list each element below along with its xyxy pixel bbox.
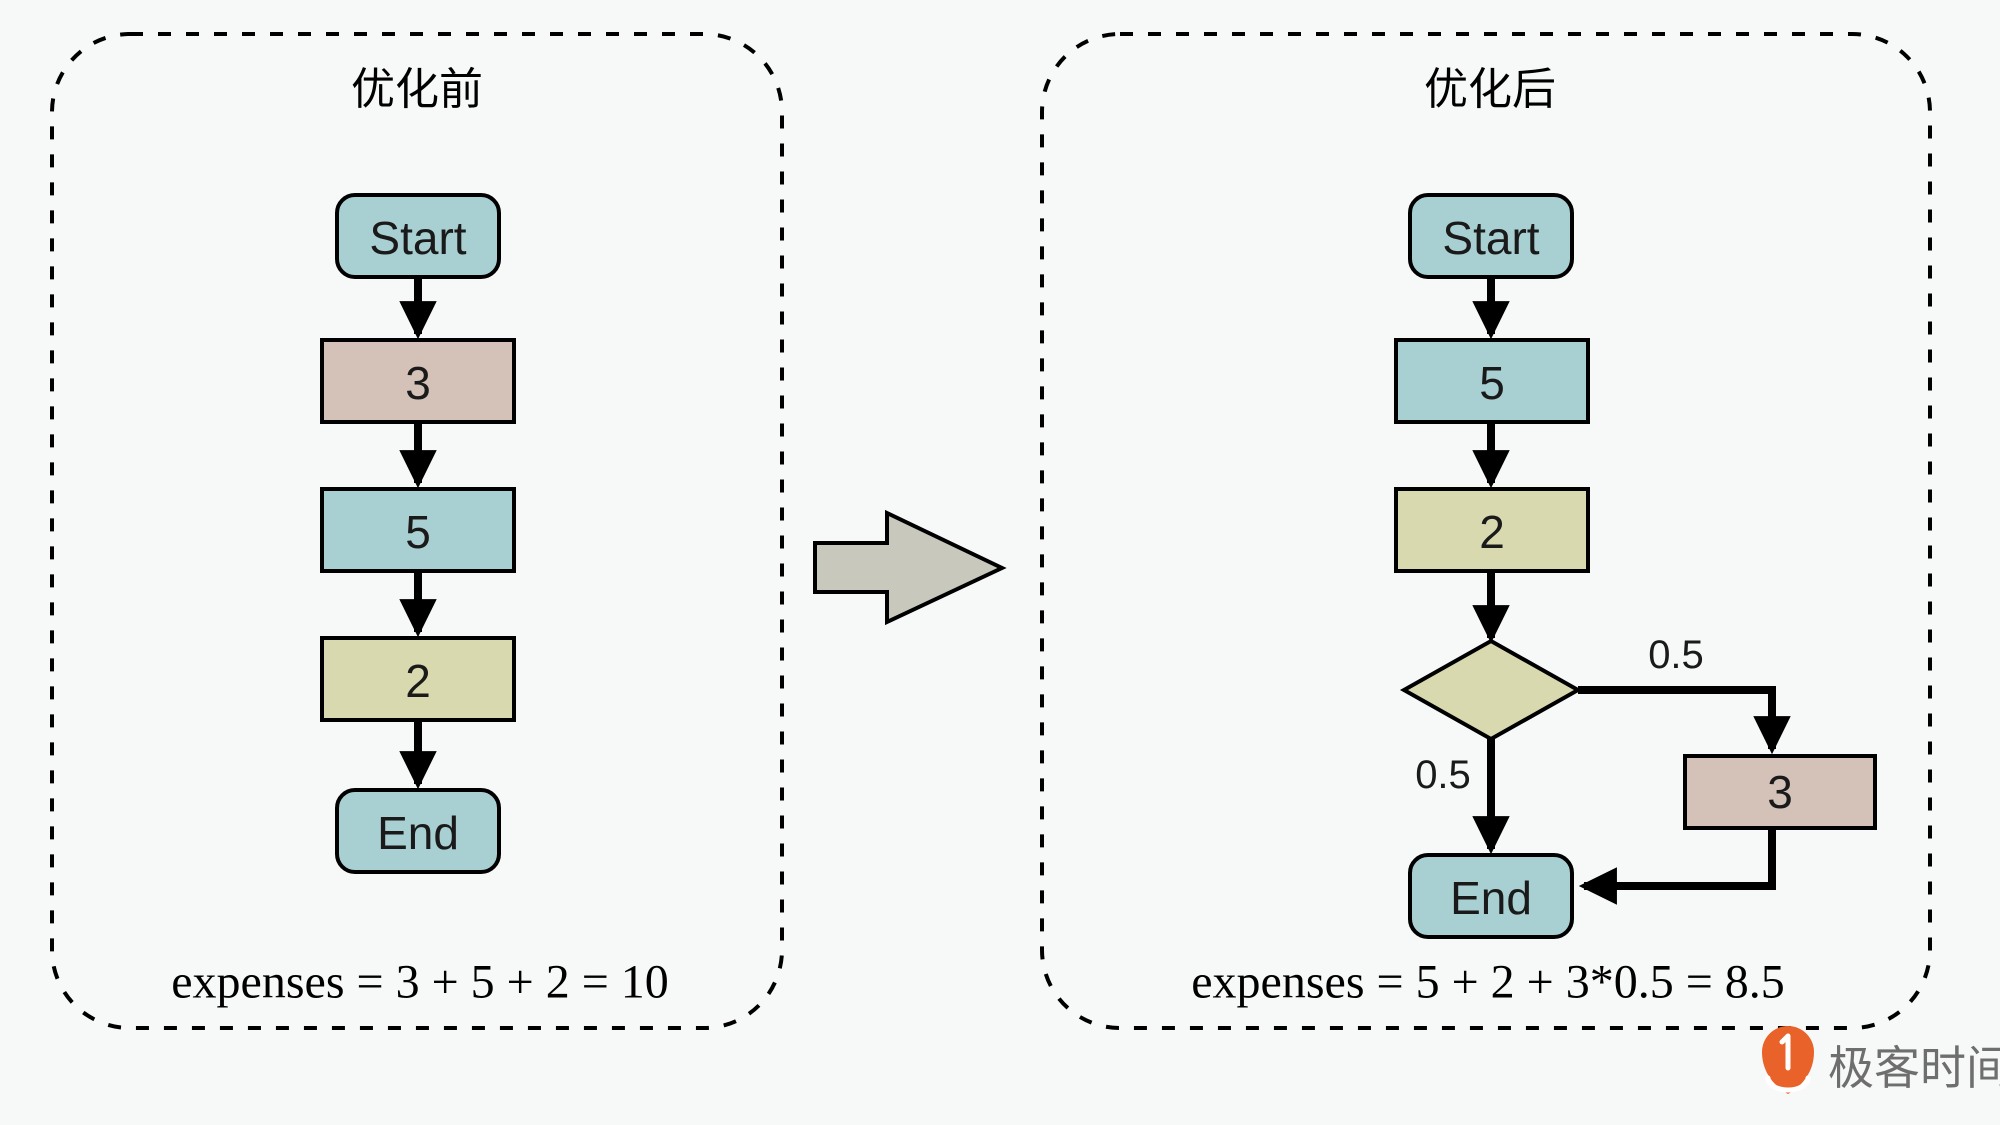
node-before-start-label: Start <box>369 212 466 264</box>
node-before-5-shape <box>320 487 516 573</box>
node-after-5-shape <box>1394 338 1590 424</box>
edge-after-decision-to-3 <box>1578 686 1791 755</box>
edge-label-decision-to-end: 0.5 <box>1415 753 1471 797</box>
panel-before: 优化前 Start 3 5 <box>50 32 784 1030</box>
node-after-3-label: 3 <box>1767 766 1793 818</box>
edge-after-3-to-end <box>1578 828 1776 905</box>
node-before-3-shape <box>320 338 516 424</box>
node-before-2[interactable]: 2 <box>320 636 516 722</box>
node-before-5[interactable]: 5 <box>320 487 516 573</box>
node-before-5-label: 5 <box>405 506 431 558</box>
node-before-3-label: 3 <box>405 357 431 409</box>
right-arrow-icon <box>813 509 1007 626</box>
panel-after-title: 优化后 <box>1424 64 1556 115</box>
watermark-geektime: 极客时间 <box>1762 1026 2000 1095</box>
panel-before-title: 优化前 <box>351 64 483 115</box>
node-after-2-label: 2 <box>1479 506 1505 558</box>
node-after-start[interactable]: Start <box>1408 193 1574 279</box>
watermark-brand-label: 极客时间 <box>1828 1041 2000 1095</box>
node-before-end-shape <box>335 788 501 874</box>
node-before-end[interactable]: End <box>335 788 501 874</box>
node-after-end-label: End <box>1450 872 1532 924</box>
node-after-3[interactable]: 3 <box>1683 754 1877 830</box>
node-after-start-label: Start <box>1442 212 1539 264</box>
formula-before: expenses = 3 + 5 + 2 = 10 <box>171 956 669 1009</box>
edge-label-decision-to-3: 0.5 <box>1648 633 1704 677</box>
node-after-5-label: 5 <box>1479 357 1505 409</box>
panel-after: 优化后 Start 5 2 <box>1040 32 1932 1030</box>
node-after-5[interactable]: 5 <box>1394 338 1590 424</box>
node-after-2-shape <box>1394 487 1590 573</box>
formula-after: expenses = 5 + 2 + 3*0.5 = 8.5 <box>1191 956 1785 1009</box>
node-after-2[interactable]: 2 <box>1394 487 1590 573</box>
geektime-logo-icon <box>1762 1026 1814 1094</box>
node-before-end-label: End <box>377 807 459 859</box>
node-before-2-label: 2 <box>405 655 431 707</box>
node-after-3-shape <box>1683 754 1877 830</box>
node-before-3[interactable]: 3 <box>320 338 516 424</box>
node-after-end-shape <box>1408 853 1574 939</box>
node-after-end[interactable]: End <box>1408 853 1574 939</box>
node-before-start[interactable]: Start <box>335 193 501 279</box>
